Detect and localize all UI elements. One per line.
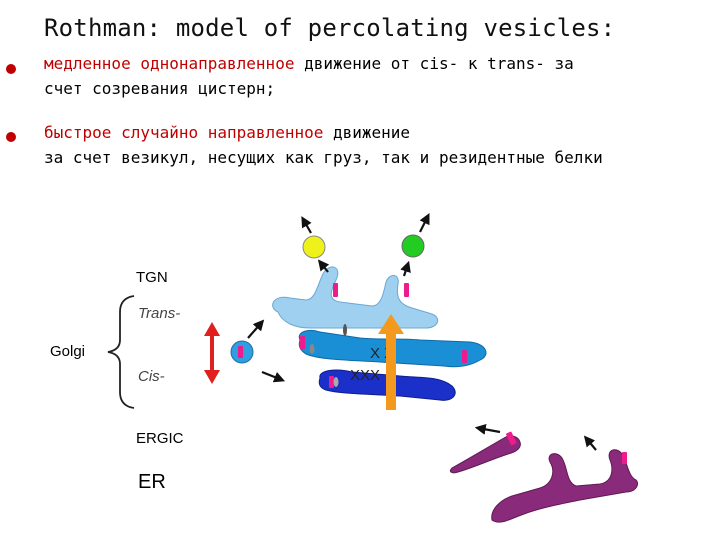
bullet-1-line-2: счет созревания цистерн; — [44, 79, 276, 98]
er-label: ER — [138, 471, 166, 493]
vesicle-arrow — [247, 319, 265, 339]
slide-title: Rothman: model of percolating vesicles: — [44, 14, 616, 42]
bullet-dot-2 — [6, 132, 16, 142]
vesicle-green — [401, 234, 425, 258]
vesicle-arrow — [301, 216, 312, 234]
resident-marker — [309, 344, 315, 354]
bullet-1-highlight: медленное однонаправленное — [44, 54, 295, 73]
bullet-1-line-1: медленное однонаправленное движение от c… — [44, 54, 574, 73]
cargo-marker — [300, 336, 305, 349]
cargo-marker — [404, 283, 409, 297]
cis-label: Cis- — [138, 368, 165, 385]
er-structure — [491, 449, 639, 523]
bullet-dot-1 — [6, 64, 16, 74]
golgi-label: Golgi — [50, 343, 85, 360]
cargo-marker — [622, 452, 627, 464]
bullet-2-line-1: быстрое случайно направленное движение — [44, 123, 410, 142]
vesicle-arrow — [583, 435, 597, 451]
maturation-arrow — [386, 330, 396, 410]
trans-label: Trans- — [138, 305, 180, 322]
vesicle-arrow — [419, 213, 430, 233]
golgi-brace — [107, 295, 135, 409]
bullet-2-highlight: быстрое случайно направленное — [44, 123, 324, 142]
vesicle-arrow — [261, 370, 286, 383]
bullet-2-line-2: за счет везикул, несущих как груз, так и… — [44, 148, 603, 167]
tgn-label: TGN — [136, 269, 168, 286]
xx-lower: XXX — [350, 367, 380, 384]
ergic-structure — [449, 435, 521, 474]
cargo-marker — [238, 346, 243, 358]
trans-cisterna — [272, 266, 439, 329]
vesicle-arrow — [400, 260, 411, 277]
vesicle-arrow — [474, 423, 501, 435]
ergic-label: ERGIC — [136, 430, 184, 447]
vesicle-arrow — [317, 259, 330, 273]
cargo-marker — [462, 350, 467, 363]
cargo-marker — [506, 431, 517, 446]
vesicle-yellow — [302, 235, 326, 259]
cargo-marker — [333, 283, 338, 297]
resident-marker — [333, 377, 339, 387]
cargo-marker — [329, 376, 334, 388]
bullet-1-text: движение от cis- к trans- за — [294, 54, 574, 73]
resident-marker — [343, 324, 347, 336]
bullet-2-text: движение — [323, 123, 411, 142]
